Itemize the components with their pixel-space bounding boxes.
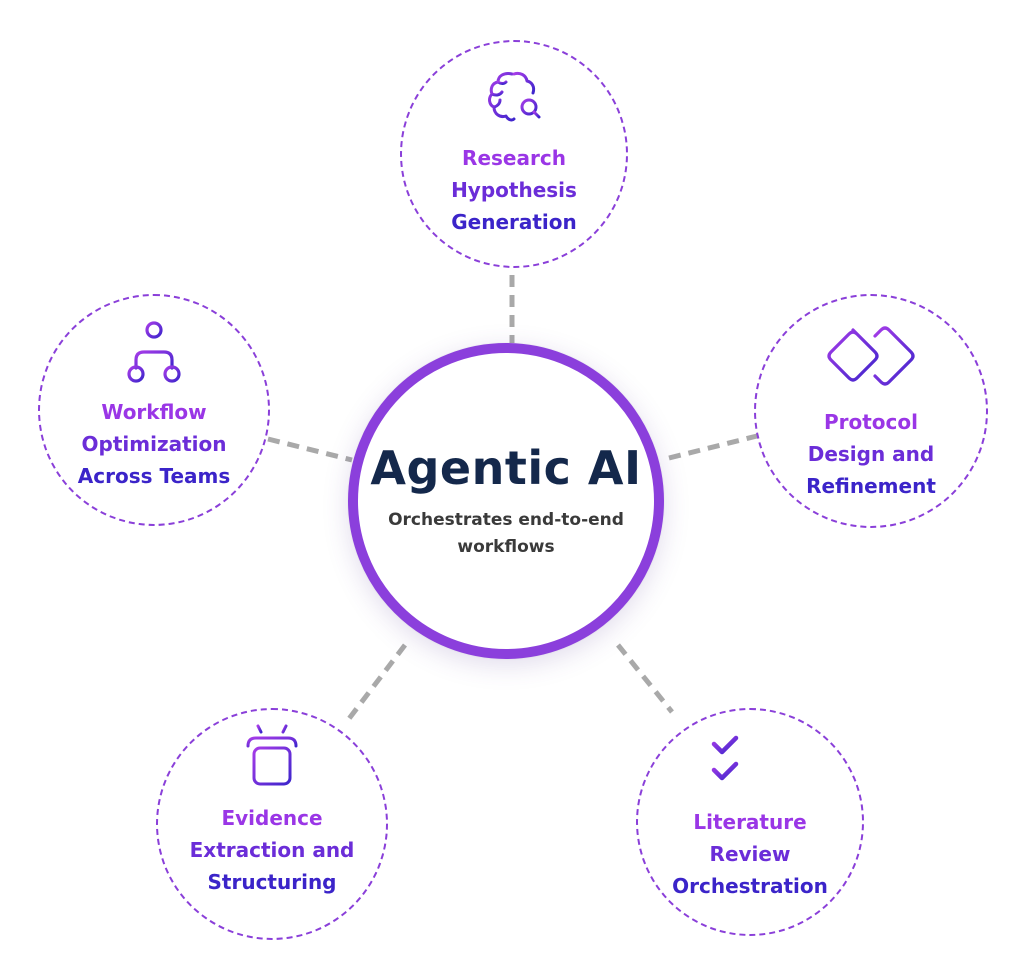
hierarchy-tree-icon	[122, 320, 186, 388]
label-line: Optimization	[81, 432, 227, 456]
label-line: Structuring	[207, 870, 337, 894]
node-workflow-optimization-across-teams: Workflow Optimization Across Teams	[38, 294, 270, 526]
connector-left	[267, 436, 353, 463]
connector-right	[668, 433, 758, 461]
label-line: Research	[462, 146, 566, 170]
node-research-hypothesis-generation: Research Hypothesis Generation	[400, 40, 628, 268]
label-line: Extraction and	[189, 838, 355, 862]
center-node-agentic-ai: Agentic AI Orchestrates end-to-end workf…	[348, 343, 664, 659]
label-line: Protocol	[823, 410, 918, 434]
brain-search-icon	[482, 66, 546, 134]
label-line: Workflow	[101, 400, 207, 424]
node-protocol-design-and-refinement: Protocol Design and Refinement	[754, 294, 988, 528]
label-line: Hypothesis	[451, 178, 577, 202]
label-line: Generation	[451, 210, 577, 234]
label-line: Refinement	[806, 474, 936, 498]
label-line: Literature	[693, 810, 807, 834]
connector-bottom-left	[346, 643, 407, 722]
checklist-icon	[708, 730, 792, 794]
label-line: Orchestration	[672, 874, 828, 898]
label-line: Evidence	[221, 806, 323, 830]
node-literature-review-orchestration: Literature Review Orchestration	[636, 708, 864, 936]
connector-bottom-right	[616, 643, 674, 714]
center-subtitle: Orchestrates end-to-end workflows	[388, 510, 624, 557]
node-evidence-extraction-and-structuring: Evidence Extraction and Structuring	[156, 708, 388, 940]
document-extraction-icon	[240, 722, 304, 794]
label-line: Review	[709, 842, 791, 866]
label-line: Design and	[807, 442, 935, 466]
interlocking-diamonds-icon	[823, 324, 919, 392]
label-line: Across Teams	[77, 464, 231, 488]
center-title: Agentic AI	[370, 441, 642, 495]
